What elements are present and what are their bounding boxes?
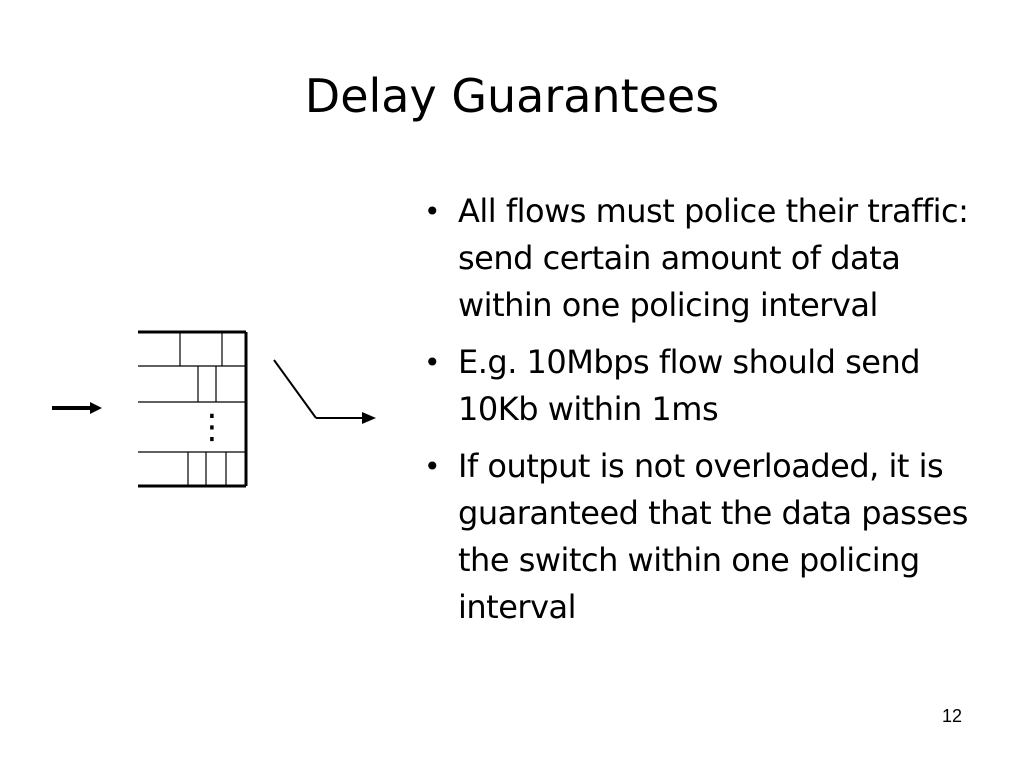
bullet-item-2: • E.g. 10Mbps flow should send 10Kb with… [424, 339, 1004, 433]
bullet-dot: • [424, 195, 441, 228]
bullet-text-2: E.g. 10Mbps flow should send 10Kb within… [458, 343, 921, 428]
bullet-item-1: • All flows must police their traffic: s… [424, 188, 1004, 329]
slide-title: Delay Guarantees [304, 69, 720, 123]
bullet-list: • All flows must police their traffic: s… [424, 188, 1004, 641]
switch-line [273, 359, 317, 419]
bullet-item-3: • If output is not overloaded, it is gua… [424, 443, 1004, 631]
queue-ellipsis: ⋮ [195, 407, 229, 447]
bullet-dot: • [424, 346, 441, 379]
output-arrow [316, 412, 376, 424]
queue-row-3 [138, 451, 246, 486]
page-number: 12 [941, 706, 962, 726]
input-arrow [52, 402, 102, 414]
switch-diagram: ⋮ [40, 320, 400, 500]
queue-row-2 [138, 366, 246, 403]
bullet-text-3: If output is not overloaded, it is guara… [458, 447, 968, 626]
queue-buffer: ⋮ [138, 330, 248, 488]
bullet-dot: • [424, 450, 441, 483]
switch-diagram-svg: ⋮ [52, 330, 376, 488]
bullet-text-1: All flows must police their traffic: sen… [458, 192, 969, 324]
queue-row-1 [138, 332, 246, 367]
